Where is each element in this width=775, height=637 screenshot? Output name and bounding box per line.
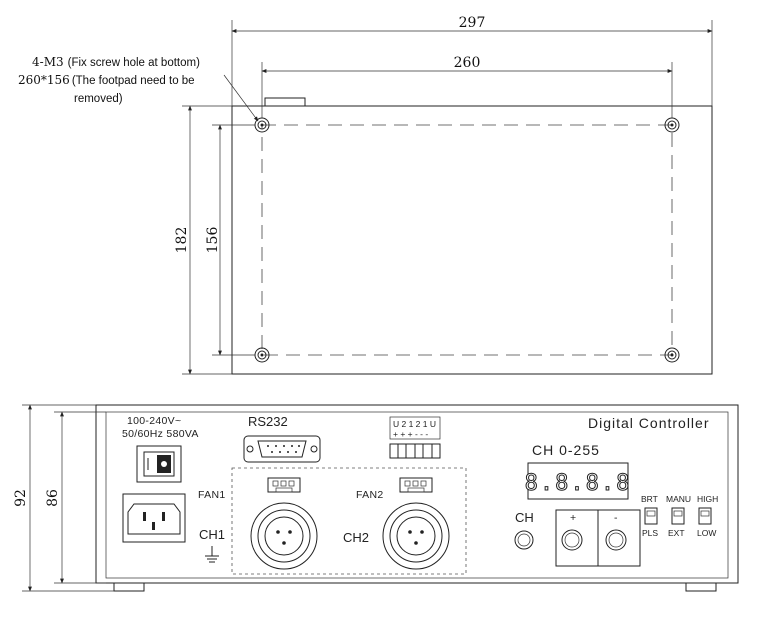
- hole-pattern-outline: [261, 124, 673, 356]
- dim-height-86: 86: [45, 489, 61, 507]
- plus-button[interactable]: [561, 529, 583, 551]
- brand-label: Digital Controller: [588, 415, 709, 431]
- output-region: [231, 467, 467, 575]
- ch2-xlr-connector: [382, 502, 450, 570]
- svg-text:260*156(The footpad need to be: 260*156(The footpad need to be: [18, 73, 195, 87]
- fan1-label: FAN1: [198, 489, 225, 501]
- high-low-switch[interactable]: [698, 507, 712, 525]
- front-view: 92 86 100-240V~ 50/60Hz 580VA RS232: [13, 404, 739, 592]
- ch-button-label: CH: [515, 510, 534, 525]
- manu-ext-switch[interactable]: [671, 507, 685, 525]
- rs232-connector: [243, 435, 321, 463]
- dim-height-182: 182: [174, 227, 190, 254]
- ch1-xlr-connector: [250, 502, 318, 570]
- ch-button[interactable]: [514, 530, 534, 550]
- svg-text:4-M3(Fix screw hole at bottom): 4-M3(Fix screw hole at bottom): [32, 55, 200, 69]
- switch-manu-label: MANU: [666, 494, 691, 504]
- ch1-label: CH1: [199, 527, 225, 542]
- foot-right: [685, 582, 717, 592]
- dim-width-297: 297: [459, 15, 486, 31]
- terminal-block: U 2 1 2 1 U + + + - - -: [389, 416, 441, 459]
- fan1-connector: [267, 477, 301, 493]
- svg-text:+ + + - - -: + + + - - -: [393, 429, 428, 439]
- ground-icon: [205, 546, 219, 563]
- plus-label: +: [570, 512, 576, 524]
- top-view-tab: [264, 97, 306, 107]
- dim-width-260: 260: [454, 55, 481, 71]
- dim-height-92: 92: [13, 489, 29, 507]
- front-panel-outer: [95, 404, 739, 584]
- switch-low-label: LOW: [697, 528, 716, 538]
- switch-ext-label: EXT: [668, 528, 685, 538]
- minus-button[interactable]: [605, 529, 627, 551]
- dim-height-156: 156: [205, 227, 221, 254]
- ch2-label: CH2: [343, 530, 369, 545]
- foot-left: [113, 582, 145, 592]
- led-display-value: 8.8.8.8: [525, 471, 632, 496]
- screw-hole-note: 4-M3(Fix screw hole at bottom) 260*156(T…: [18, 55, 200, 105]
- rs232-label: RS232: [248, 414, 288, 429]
- brt-pls-switch[interactable]: [644, 507, 658, 525]
- minus-label: -: [614, 512, 618, 524]
- switch-pls-label: PLS: [642, 528, 658, 538]
- power-switch[interactable]: [136, 445, 182, 483]
- switch-high-label: HIGH: [697, 494, 718, 504]
- power-inlet: [122, 493, 186, 543]
- power-rating-line2: 50/60Hz 580VA: [122, 428, 199, 440]
- fan2-label: FAN2: [356, 489, 383, 501]
- power-rating-line1: 100-240V~: [127, 415, 181, 427]
- led-display: [527, 462, 629, 500]
- svg-text:removed): removed): [74, 93, 123, 105]
- top-view-body: [231, 105, 713, 375]
- svg-text:U 2 1 2 1 U: U 2 1 2 1 U: [393, 419, 436, 429]
- front-panel-inner: [105, 411, 729, 579]
- switch-brt-label: BRT: [641, 494, 658, 504]
- screw-hole-br: [664, 347, 680, 363]
- fan2-connector: [399, 477, 433, 493]
- top-view: 297 260 182 156 4-M3(Fix screw hole at b…: [18, 15, 713, 375]
- range-label: CH 0-255: [532, 442, 600, 458]
